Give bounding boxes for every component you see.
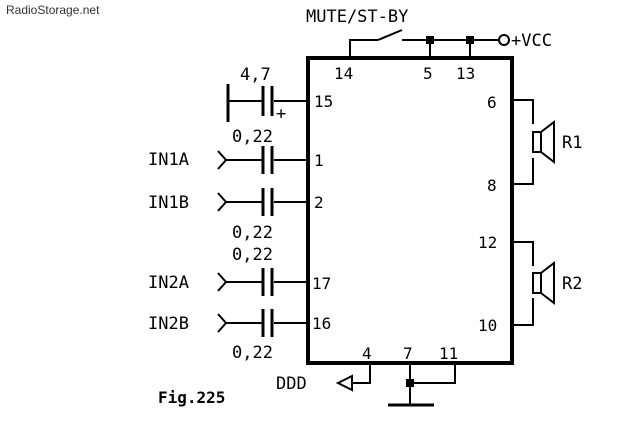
vcc-label: +VCC xyxy=(511,31,552,51)
junction-dot-13 xyxy=(466,36,474,44)
cap-22-d-label: 0,22 xyxy=(232,343,273,363)
in1a-arrow xyxy=(217,150,228,170)
in2b-label: IN2B xyxy=(148,314,189,334)
mute-switch xyxy=(377,29,403,41)
pin-5-label: 5 xyxy=(423,64,433,83)
junction-dot-ground xyxy=(406,379,414,387)
pin-6-label: 6 xyxy=(487,93,497,112)
in1b-arrow xyxy=(217,192,228,212)
cap-4-7-label: 4,7 xyxy=(240,65,271,85)
pin-13-label: 13 xyxy=(456,64,475,83)
r1-speaker-body xyxy=(532,131,542,153)
r2-speaker-body xyxy=(532,272,542,294)
pin-11-wire xyxy=(410,363,456,384)
pin-1-label: 1 xyxy=(314,151,324,170)
r1-speaker-cone xyxy=(540,119,555,165)
pin-14-label: 14 xyxy=(334,64,353,83)
pin-4-label: 4 xyxy=(362,344,372,363)
pin-10-label: 10 xyxy=(478,316,497,335)
watermark: RadioStorage.net xyxy=(6,3,100,17)
r2-label: R2 xyxy=(562,274,582,294)
in2a-label: IN2A xyxy=(148,273,189,293)
cap-22-b-label: 0,22 xyxy=(232,223,273,243)
pin-15-label: 15 xyxy=(314,92,333,111)
r1-wires xyxy=(512,99,534,185)
r1-label: R1 xyxy=(562,133,582,153)
ddd-label: DDD xyxy=(276,374,307,394)
cap-plus-label: + xyxy=(276,104,286,124)
pin-2-label: 2 xyxy=(314,193,324,212)
cap-22-a-label: 0,22 xyxy=(232,127,273,147)
figure-label: Fig.225 xyxy=(158,388,225,407)
pin-11-label: 11 xyxy=(439,344,458,363)
cap-22-c-label: 0,22 xyxy=(232,245,273,265)
vcc-terminal xyxy=(498,34,510,46)
in1b-cap xyxy=(261,188,274,216)
in2b-arrow xyxy=(217,313,228,333)
mute-label: MUTE/ST-BY xyxy=(306,7,408,27)
pin-8-label: 8 xyxy=(487,176,497,195)
in2b-cap xyxy=(261,309,274,337)
junction-dot-5 xyxy=(426,36,434,44)
in1a-cap xyxy=(261,146,274,174)
in1b-label: IN1B xyxy=(148,193,189,213)
pin-17-label: 17 xyxy=(312,274,331,293)
r2-wires xyxy=(512,241,534,326)
in1a-label: IN1A xyxy=(148,150,189,170)
r2-speaker-cone xyxy=(540,260,555,306)
pin-12-label: 12 xyxy=(478,233,497,252)
ddd-arrow xyxy=(335,374,353,392)
vcc-pin-wires xyxy=(429,40,471,58)
mute-wire xyxy=(349,39,378,58)
pin-4-wire xyxy=(352,363,371,384)
in2a-cap xyxy=(261,268,274,296)
in2a-arrow xyxy=(217,272,228,292)
pin-16-label: 16 xyxy=(312,314,331,333)
cap-4-7 xyxy=(261,86,274,116)
pin-7-label: 7 xyxy=(403,344,413,363)
